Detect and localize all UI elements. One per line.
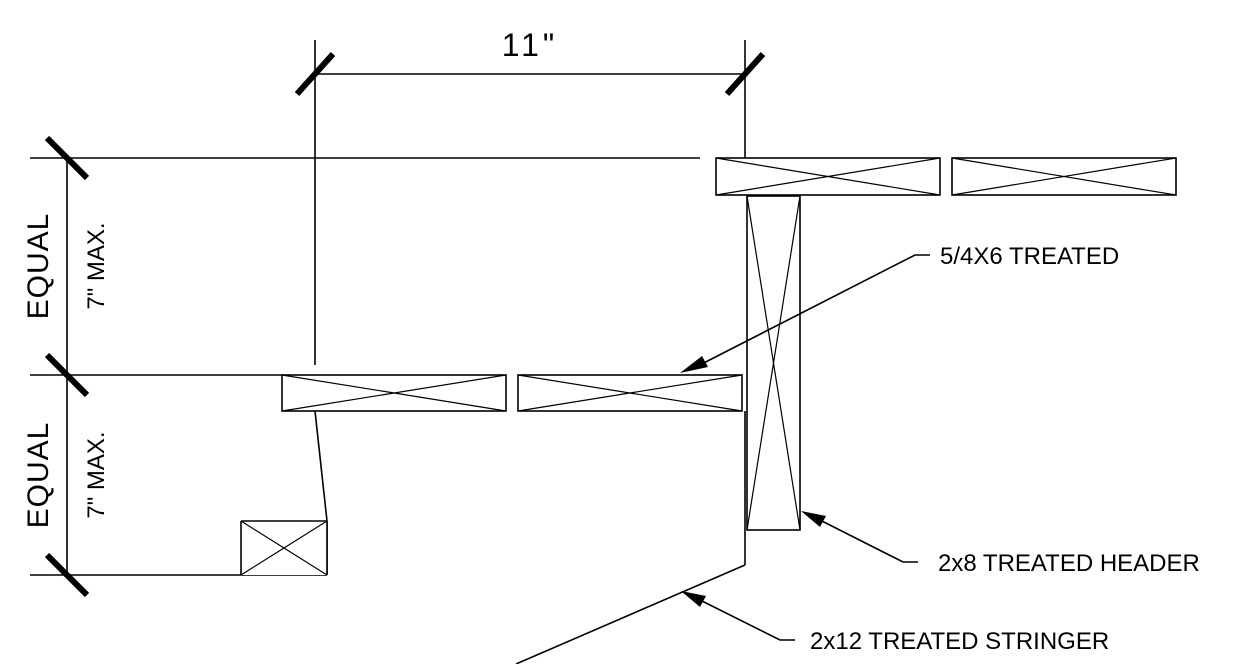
run-tick-right [724, 51, 766, 97]
tread-callout-label: 5/4X6 TREATED [940, 243, 1119, 270]
stringer-leader-line [689, 594, 795, 641]
run-dimension: 11" [294, 27, 766, 365]
upper-equal-label: EQUAL [22, 213, 55, 320]
board-cross [951, 157, 1177, 196]
header-callout-label: 2x8 TREATED HEADER [938, 550, 1200, 577]
stringer-leader-arrow [681, 591, 706, 607]
lower-max-label: 7" MAX. [83, 431, 110, 518]
tread-callout: 5/4X6 TREATED [680, 243, 1119, 373]
board-cross [281, 374, 507, 412]
rise-tick-bottom [44, 552, 90, 598]
stringer-callout-label: 2x12 TREATED STRINGER [810, 628, 1109, 655]
run-tick-left [294, 51, 336, 97]
tread-leader-arrow [680, 356, 708, 373]
rise-dimension: EQUAL 7" MAX. EQUAL 7" MAX. [22, 135, 700, 598]
board-cross [240, 520, 328, 576]
header-callout: 2x8 TREATED HEADER [801, 511, 1200, 577]
board-cross [746, 195, 801, 531]
rise-tick-middle [44, 352, 90, 398]
board-cross [517, 374, 743, 412]
upper-max-label: 7" MAX. [83, 222, 110, 309]
lower-equal-label: EQUAL [22, 422, 55, 529]
upper-tread-boards [715, 157, 1177, 196]
stringer-bottom-edge [515, 564, 746, 664]
run-dimension-label: 11" [502, 27, 559, 63]
header-member [746, 195, 801, 531]
header-leader-arrow [801, 511, 826, 527]
tread-leader-line [689, 254, 930, 371]
lower-tread-boards [281, 374, 743, 412]
stringer-profile [240, 410, 746, 664]
board-cross [715, 157, 941, 196]
stringer-callout: 2x12 TREATED STRINGER [681, 591, 1109, 655]
rise-tick-top [44, 135, 90, 181]
header-leader-line [809, 514, 918, 563]
